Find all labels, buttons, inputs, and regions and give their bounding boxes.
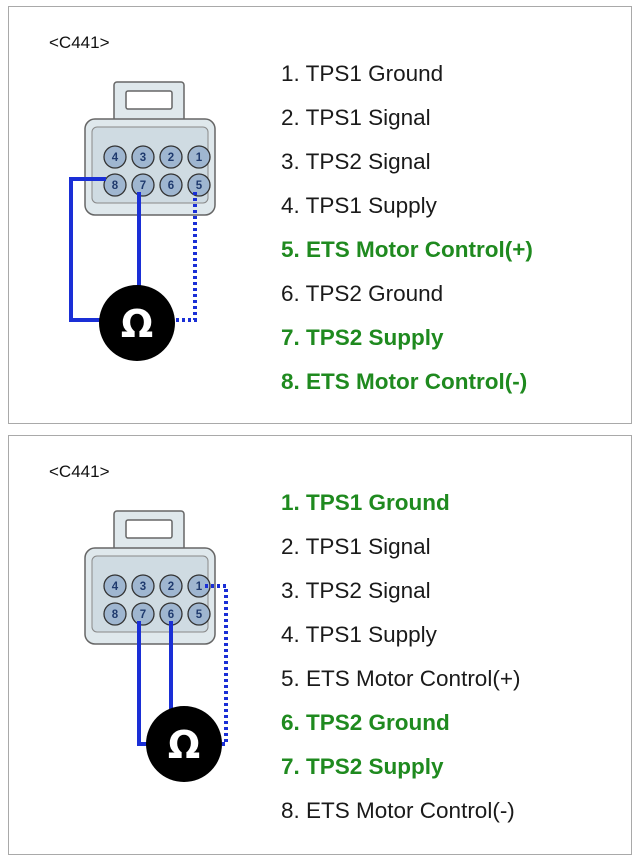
pin-label-7: 7. TPS2 Supply xyxy=(281,754,444,779)
pin-number-1: 1 xyxy=(196,152,203,164)
ohm-symbol: Ω xyxy=(121,302,153,346)
diagram-panel-2: <C441> 4 3 2 1 8 7 6 5 Ω 1. TPS1 Ground 2. TPS1… xyxy=(8,435,632,855)
pin-cavity-4 xyxy=(103,574,127,598)
wire-pin-8 xyxy=(69,177,106,322)
pin-cavity-7 xyxy=(131,173,155,197)
wire-pin-5 xyxy=(174,192,197,322)
connector-label: <C441> xyxy=(49,33,110,52)
pin-label-4: 4. TPS1 Supply xyxy=(281,622,437,647)
pin-label-8: 8. ETS Motor Control(-) xyxy=(281,798,515,823)
pin-cavity-8 xyxy=(103,602,127,626)
pin-number-3: 3 xyxy=(140,581,146,593)
pin-number-7: 7 xyxy=(140,609,146,621)
pin-label-6: 6. TPS2 Ground xyxy=(281,710,450,735)
ohm-symbol: Ω xyxy=(168,723,200,767)
pin-cavity-3 xyxy=(131,145,155,169)
pin-number-5: 5 xyxy=(196,609,203,621)
pin-label-1: 1. TPS1 Ground xyxy=(281,61,444,86)
wires xyxy=(69,177,197,322)
connector-diagram: 4 3 2 1 8 7 6 5 Ω xyxy=(69,81,216,361)
pin-number-6: 6 xyxy=(168,609,174,621)
pin-cavity-7 xyxy=(131,602,155,626)
pin-label-1: 1. TPS1 Ground xyxy=(281,490,450,515)
pin-number-8: 8 xyxy=(112,609,119,621)
pin-number-2: 2 xyxy=(168,581,174,593)
ohmmeter-icon: Ω xyxy=(146,706,222,782)
pin-list: 1. TPS1 Ground 2. TPS1 Signal 3. TPS2 Si… xyxy=(281,59,533,411)
diagram-panel-1: <C441> 4 3 2 1 8 7 6 5 Ω 1. TPS1 Ground 2. TPS1… xyxy=(8,6,632,424)
pin-label-2: 2. TPS1 Signal xyxy=(281,105,431,130)
pin-label-4: 4. TPS1 Supply xyxy=(281,193,437,218)
pin-label-5: 5. ETS Motor Control(+) xyxy=(281,237,533,262)
pin-label-8: 8. ETS Motor Control(-) xyxy=(281,369,528,394)
pin-number-8: 8 xyxy=(112,180,119,192)
pin-number-3: 3 xyxy=(140,152,146,164)
pin-number-7: 7 xyxy=(140,180,146,192)
pin-number-4: 4 xyxy=(112,581,119,593)
pin-label-6: 6. TPS2 Ground xyxy=(281,281,444,306)
pin-number-2: 2 xyxy=(168,152,174,164)
pin-cavity-8 xyxy=(103,173,127,197)
ohmmeter-icon: Ω xyxy=(99,285,175,361)
pin-label-2: 2. TPS1 Signal xyxy=(281,534,431,559)
pin-label-7: 7. TPS2 Supply xyxy=(281,325,444,350)
pin-cavity-5 xyxy=(187,173,211,197)
pin-cavity-4 xyxy=(103,145,127,169)
pin-cavity-5 xyxy=(187,602,211,626)
pin-number-5: 5 xyxy=(196,180,203,192)
pin-cavity-6 xyxy=(159,173,183,197)
pin-cavity-2 xyxy=(159,574,183,598)
connector-diagram: 4 3 2 1 8 7 6 5 Ω xyxy=(84,510,228,782)
pin-number-6: 6 xyxy=(168,180,174,192)
pin-cavity-1 xyxy=(187,574,211,598)
pin-label-5: 5. ETS Motor Control(+) xyxy=(281,666,521,691)
pin-number-4: 4 xyxy=(112,152,119,164)
pin-list: 1. TPS1 Ground 2. TPS1 Signal 3. TPS2 Si… xyxy=(281,488,520,840)
pin-label-3: 3. TPS2 Signal xyxy=(281,149,431,174)
pin-cavity-1 xyxy=(187,145,211,169)
connector-label: <C441> xyxy=(49,462,110,481)
pin-cavity-2 xyxy=(159,145,183,169)
pin-cavity-3 xyxy=(131,574,155,598)
pin-number-1: 1 xyxy=(196,581,203,593)
pin-label-3: 3. TPS2 Signal xyxy=(281,578,431,603)
